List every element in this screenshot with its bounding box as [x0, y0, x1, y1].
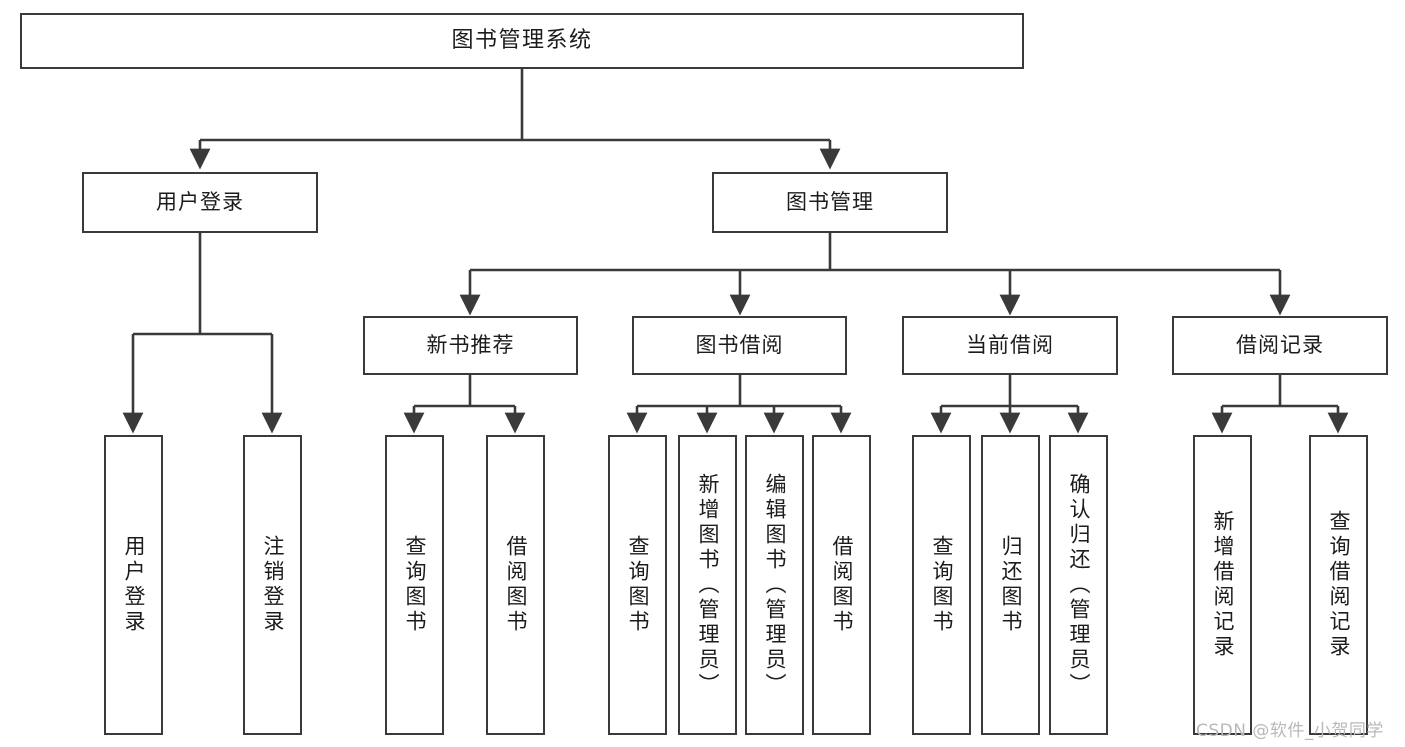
leaf-borrow-record-query[interactable]: 查询借阅记录 [1309, 435, 1368, 735]
node-user-login-label: 用户登录 [156, 189, 244, 214]
leaf-borrow-record-add[interactable]: 新增借阅记录 [1193, 435, 1252, 735]
leaf-book-borrow-add-label: 新增图书（管理员） [696, 472, 720, 698]
node-borrow-record-label: 借阅记录 [1236, 332, 1324, 357]
node-current-borrow-label: 当前借阅 [966, 332, 1054, 357]
leaf-book-borrow-edit[interactable]: 编辑图书（管理员） [745, 435, 804, 735]
leaf-new-book-query-label: 查询图书 [403, 535, 427, 635]
leaf-book-borrow-borrow[interactable]: 借阅图书 [812, 435, 871, 735]
leaf-current-borrow-confirm-label: 确认归还（管理员） [1067, 472, 1091, 698]
node-book-borrow-label: 图书借阅 [695, 332, 784, 357]
leaf-new-book-query[interactable]: 查询图书 [385, 435, 444, 735]
leaf-current-borrow-query-label: 查询图书 [930, 535, 954, 635]
leaf-current-borrow-return[interactable]: 归还图书 [981, 435, 1040, 735]
leaf-new-book-borrow[interactable]: 借阅图书 [486, 435, 545, 735]
node-root-system[interactable]: 图书管理系统 [20, 13, 1024, 69]
node-book-manage-label: 图书管理 [786, 189, 874, 214]
node-current-borrow[interactable]: 当前借阅 [902, 316, 1118, 375]
node-book-borrow[interactable]: 图书借阅 [632, 316, 847, 375]
node-borrow-record[interactable]: 借阅记录 [1172, 316, 1388, 375]
leaf-user-login-login-label: 用户登录 [122, 535, 146, 635]
leaf-current-borrow-query[interactable]: 查询图书 [912, 435, 971, 735]
leaf-borrow-record-query-label: 查询借阅记录 [1327, 510, 1351, 660]
leaf-current-borrow-return-label: 归还图书 [999, 535, 1023, 635]
leaf-borrow-record-add-label: 新增借阅记录 [1211, 510, 1235, 660]
leaf-current-borrow-confirm[interactable]: 确认归还（管理员） [1049, 435, 1108, 735]
leaf-book-borrow-query-label: 查询图书 [626, 535, 650, 635]
leaf-new-book-borrow-label: 借阅图书 [504, 535, 528, 635]
leaf-book-borrow-borrow-label: 借阅图书 [830, 535, 854, 635]
leaf-book-borrow-edit-label: 编辑图书（管理员） [763, 472, 787, 698]
node-root-system-label: 图书管理系统 [451, 27, 593, 53]
node-new-book-recommend[interactable]: 新书推荐 [363, 316, 578, 375]
leaf-user-login-logout[interactable]: 注销登录 [243, 435, 302, 735]
csdn-watermark: CSDN @软件_小贺同学 [1196, 721, 1384, 741]
node-new-book-recommend-label: 新书推荐 [426, 332, 515, 357]
leaf-user-login-logout-label: 注销登录 [261, 535, 285, 635]
node-book-manage[interactable]: 图书管理 [712, 172, 948, 233]
leaf-book-borrow-query[interactable]: 查询图书 [608, 435, 667, 735]
leaf-user-login-login[interactable]: 用户登录 [104, 435, 163, 735]
node-user-login[interactable]: 用户登录 [82, 172, 318, 233]
leaf-book-borrow-add[interactable]: 新增图书（管理员） [678, 435, 737, 735]
